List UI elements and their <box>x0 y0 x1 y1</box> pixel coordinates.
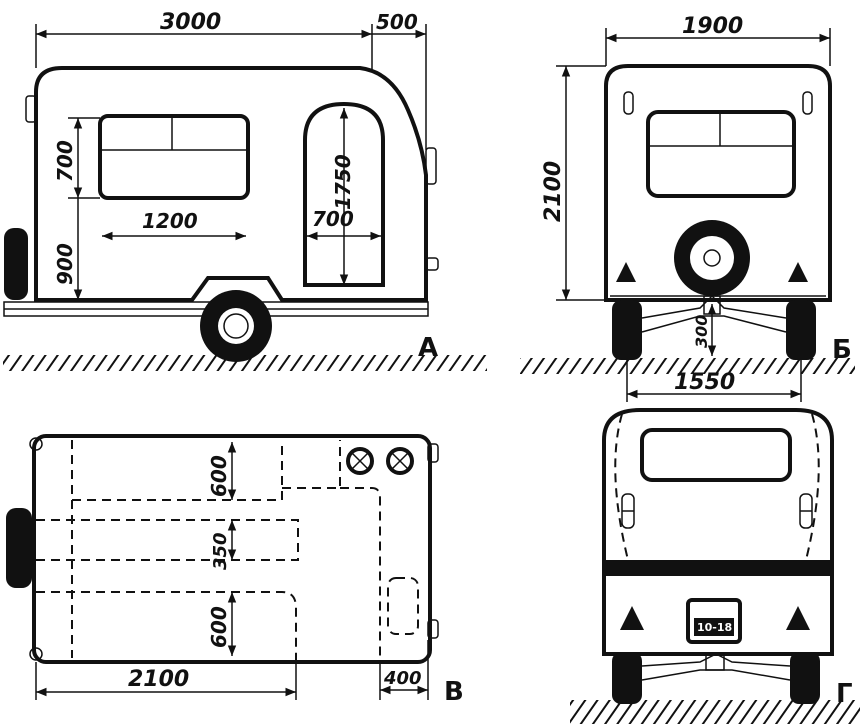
dim-a-length: 3000 <box>160 10 221 35</box>
window-a <box>98 114 250 200</box>
wheel-b-left <box>612 300 642 360</box>
plate-number: 10-18 <box>697 621 732 634</box>
wheel-g-right <box>790 652 820 704</box>
view-a-side: 3000 500 700 900 1200 1750 700 А <box>3 10 487 371</box>
handle-a-top <box>25 95 37 123</box>
dim-a-overhang: 500 <box>376 10 418 34</box>
view-g-label: Г <box>836 679 853 709</box>
dim-b-track: 1550 <box>674 370 735 395</box>
dim-b-clearance: 300 <box>692 315 711 348</box>
dim-v-aisle: 350 <box>210 532 231 570</box>
view-g-front: 10-18 Г <box>570 408 860 724</box>
bumper-strip-g <box>606 560 830 576</box>
dim-a-door-height: 1750 <box>331 154 355 210</box>
gas-bottle-1 <box>346 447 374 475</box>
ground-b <box>520 358 855 374</box>
wheel-b-right <box>786 300 816 360</box>
view-v-label: В <box>444 677 464 707</box>
dim-b-height: 2100 <box>541 161 566 222</box>
dim-a-window-width: 1200 <box>142 209 198 233</box>
window-b <box>646 110 796 198</box>
dim-v-bed1: 600 <box>207 455 231 497</box>
body-a <box>34 66 428 302</box>
dim-v-drawbar: 400 <box>383 668 422 689</box>
dim-v-floor-length: 2100 <box>128 667 189 692</box>
view-v-plan: 600 350 600 2100 400 В <box>6 434 464 707</box>
view-a-label: А <box>418 333 438 363</box>
wheel-g-left <box>612 652 642 704</box>
door-a <box>303 101 385 287</box>
dim-b-width: 1900 <box>682 14 743 39</box>
plate-box-g <box>686 598 742 644</box>
view-b-label: Б <box>832 335 852 365</box>
dim-v-bed2: 600 <box>207 606 231 648</box>
spare-wheel-v <box>6 508 32 588</box>
ground-g <box>570 700 860 724</box>
ground-a <box>3 355 487 371</box>
dim-a-door-width: 700 <box>312 207 354 231</box>
knob-a <box>425 257 439 271</box>
body-v <box>32 434 432 664</box>
body-g <box>602 408 834 656</box>
body-b <box>604 64 832 302</box>
gas-bottle-2 <box>386 447 414 475</box>
window-g <box>640 428 792 482</box>
tail-lamp-a <box>425 147 437 185</box>
dim-a-window-height: 700 <box>53 140 77 182</box>
spare-wheel-a <box>4 228 28 300</box>
dim-a-window-base: 900 <box>53 243 77 285</box>
view-b-rear: 1900 2100 300 1550 Б <box>520 14 855 402</box>
